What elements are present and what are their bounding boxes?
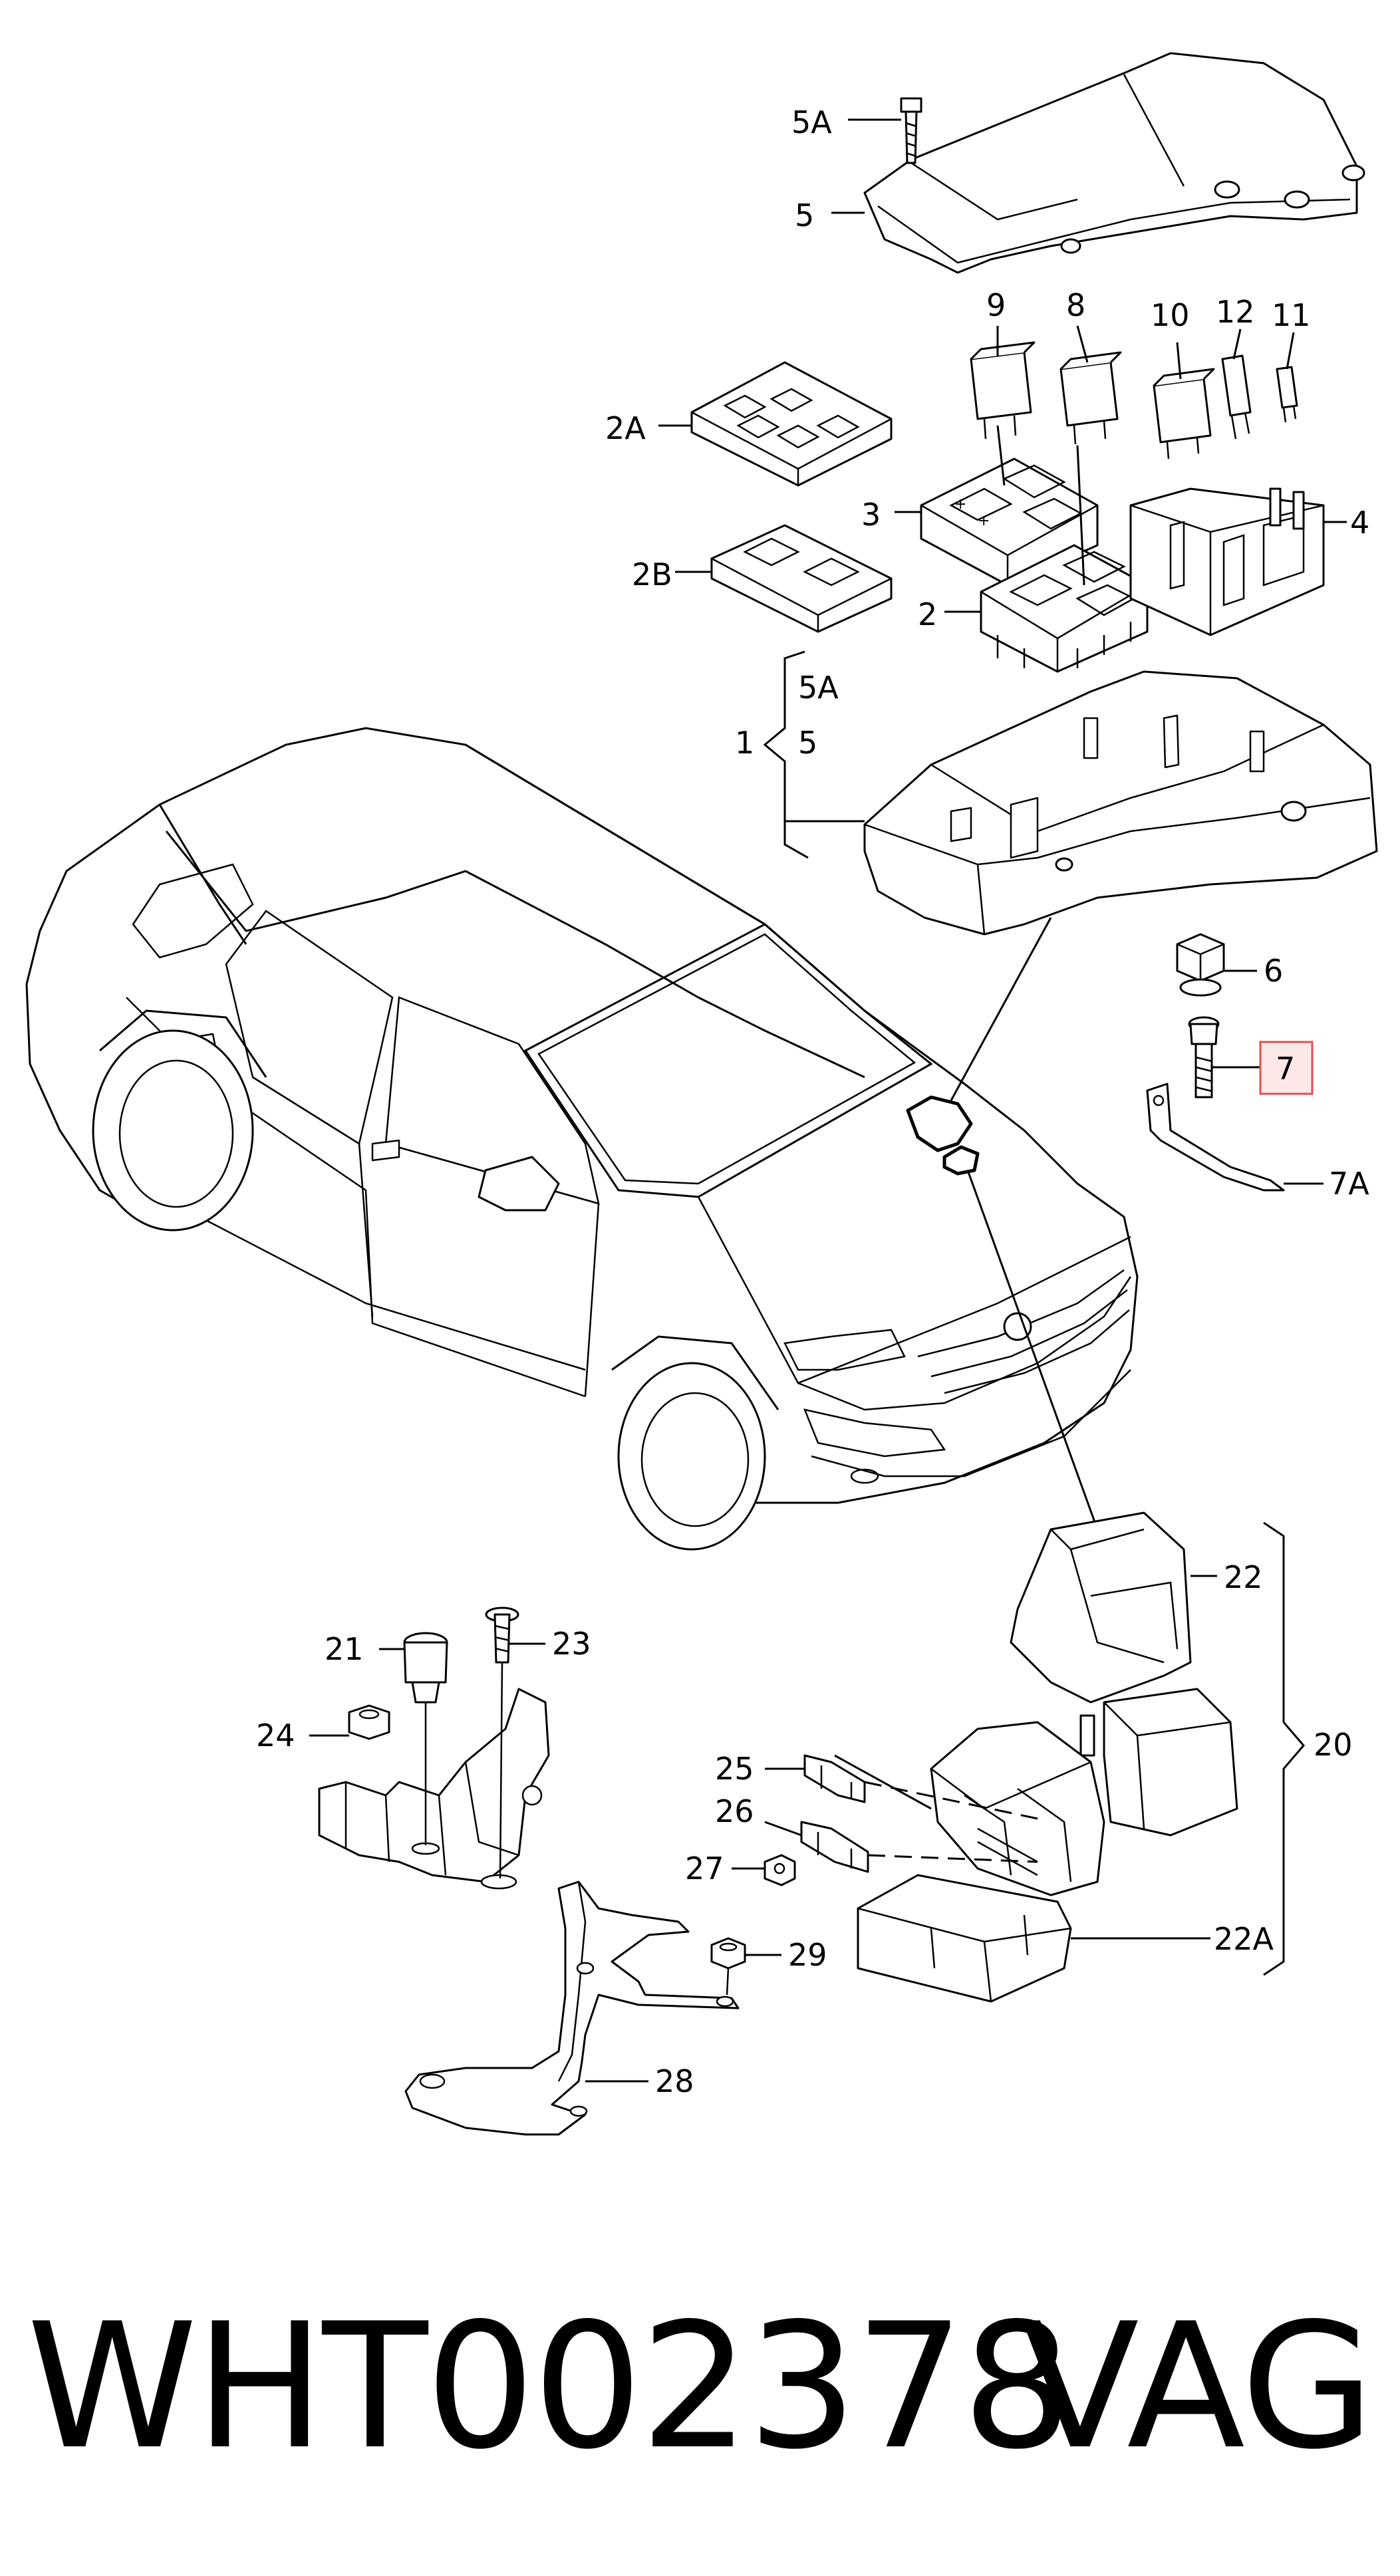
callout-24: 24 — [256, 1718, 295, 1753]
callout-22: 22 — [1224, 1559, 1263, 1595]
callout-28: 28 — [655, 2063, 694, 2099]
group-bracket-1 — [763, 650, 809, 859]
callout-6: 6 — [1264, 953, 1283, 989]
callout-27: 27 — [685, 1851, 724, 1886]
relay-8 — [1059, 351, 1122, 445]
footer: WHT002378 VAG — [0, 2287, 1400, 2487]
relay-10 — [1153, 368, 1215, 459]
nut-6 — [1176, 933, 1225, 997]
fuse-carrier — [930, 1721, 1105, 1896]
callout-12: 12 — [1216, 294, 1255, 330]
fuse-26 — [800, 1821, 869, 1873]
callout-11: 11 — [1272, 297, 1311, 333]
fuse-box-housing — [863, 670, 1378, 936]
callout-8: 8 — [1066, 287, 1085, 323]
relay-9 — [970, 341, 1036, 440]
svg-text:+: + — [954, 496, 966, 513]
bracket-7A — [1146, 1083, 1285, 1192]
relay-carrier-2A — [690, 361, 893, 487]
callout-29: 29 — [788, 1937, 827, 1973]
callout-5A-top: 5A — [791, 104, 832, 140]
relay-carrier-2B — [710, 524, 893, 633]
callout-5-top: 5 — [795, 197, 814, 233]
brand-name: VAG — [1021, 2287, 1375, 2488]
callout-2B: 2B — [632, 557, 672, 592]
group-bracket-20 — [1263, 1521, 1305, 1976]
part-number: WHT002378 — [27, 2287, 1072, 2488]
callout-22A: 22A — [1214, 1921, 1274, 1957]
callout-3: 3 — [861, 497, 881, 533]
callout-25: 25 — [715, 1751, 754, 1787]
fuse-12 — [1221, 354, 1252, 440]
callout-7: 7 — [1276, 1051, 1295, 1087]
cap-21 — [403, 1632, 448, 1704]
nut-27 — [764, 1854, 796, 1886]
callout-4: 4 — [1350, 505, 1369, 541]
callout-9: 9 — [986, 287, 1006, 323]
callout-7-highlight-box — [1259, 1041, 1314, 1095]
fuse-11 — [1276, 366, 1298, 423]
callout-5A-mid: 5A — [798, 670, 839, 706]
fuse-25 — [803, 1754, 866, 1803]
callout-2: 2 — [918, 596, 937, 632]
relay-mount-bracket — [318, 1688, 550, 1890]
screw-5A — [900, 97, 922, 164]
callout-1: 1 — [735, 725, 754, 761]
callout-5-mid: 5 — [798, 725, 817, 761]
screw-23 — [485, 1607, 519, 1664]
relay-carrier-4 — [1129, 487, 1325, 636]
vehicle-outline — [25, 727, 1139, 1551]
callout-7A: 7A — [1329, 1166, 1369, 1202]
callout-2A: 2A — [605, 410, 646, 446]
bracket-28 — [404, 1880, 740, 2136]
callout-23: 23 — [552, 1626, 591, 1662]
callout-10: 10 — [1151, 297, 1190, 333]
nut-24 — [348, 1704, 390, 1740]
bolt-7 — [1188, 1016, 1220, 1098]
ebox-housing — [1079, 1688, 1238, 1837]
callout-21: 21 — [325, 1631, 364, 1667]
callout-26: 26 — [715, 1793, 754, 1829]
cap-22A — [857, 1874, 1072, 2003]
svg-text:+: + — [978, 513, 990, 529]
nut-29 — [710, 1937, 746, 1996]
fuse-box-cover — [863, 52, 1365, 274]
callout-20: 20 — [1314, 1727, 1353, 1763]
ebox-cover-22 — [1010, 1511, 1192, 1704]
